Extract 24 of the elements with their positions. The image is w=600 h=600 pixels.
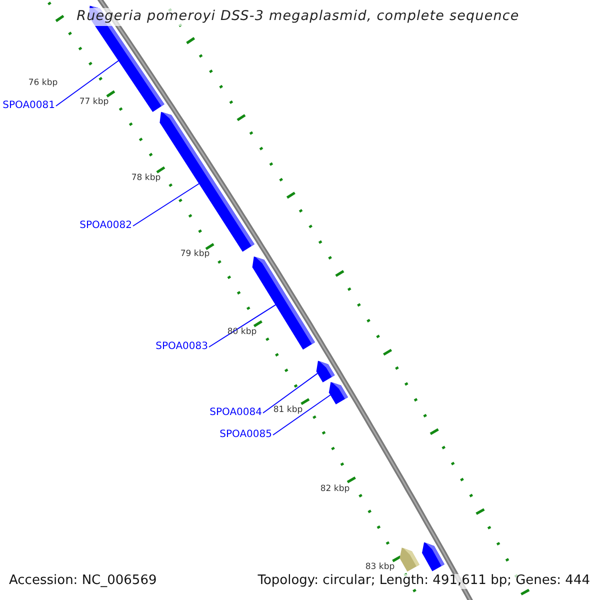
- leader-line: [262, 372, 318, 414]
- kbp-label: 81 kbp: [273, 406, 303, 416]
- kbp-label: 77 kbp: [79, 98, 109, 108]
- gene-label: SPOA0081: [2, 100, 55, 112]
- kbp-label: 79 kbp: [180, 250, 210, 260]
- leader-line: [272, 394, 331, 436]
- sequence-info-text: Topology: circular; Length: 491,611 bp; Genes: 444: [256, 574, 592, 589]
- kbp-label: 83 kbp: [365, 563, 395, 573]
- kbp-label: 78 kbp: [131, 174, 161, 184]
- kbp-label: 76 kbp: [28, 79, 58, 89]
- gene-label: SPOA0084: [210, 407, 262, 419]
- gene-block: [422, 542, 444, 572]
- leader-line: [132, 183, 200, 226]
- gene-label: SPOA0082: [80, 220, 132, 232]
- gene-label: SPOA0085: [220, 429, 272, 441]
- gene-label: SPOA0083: [156, 341, 208, 353]
- gene-block: [316, 360, 335, 382]
- leader-line: [208, 304, 276, 348]
- gene-block: [328, 382, 348, 404]
- gene-block: [400, 548, 420, 572]
- leader-line: [56, 60, 120, 106]
- accession-text: Accession: NC_006569: [7, 574, 159, 589]
- map-title: Ruegeria pomeroyi DSS-3 megaplasmid, complete sequence: [74, 8, 522, 26]
- kbp-label: 82 kbp: [320, 485, 350, 495]
